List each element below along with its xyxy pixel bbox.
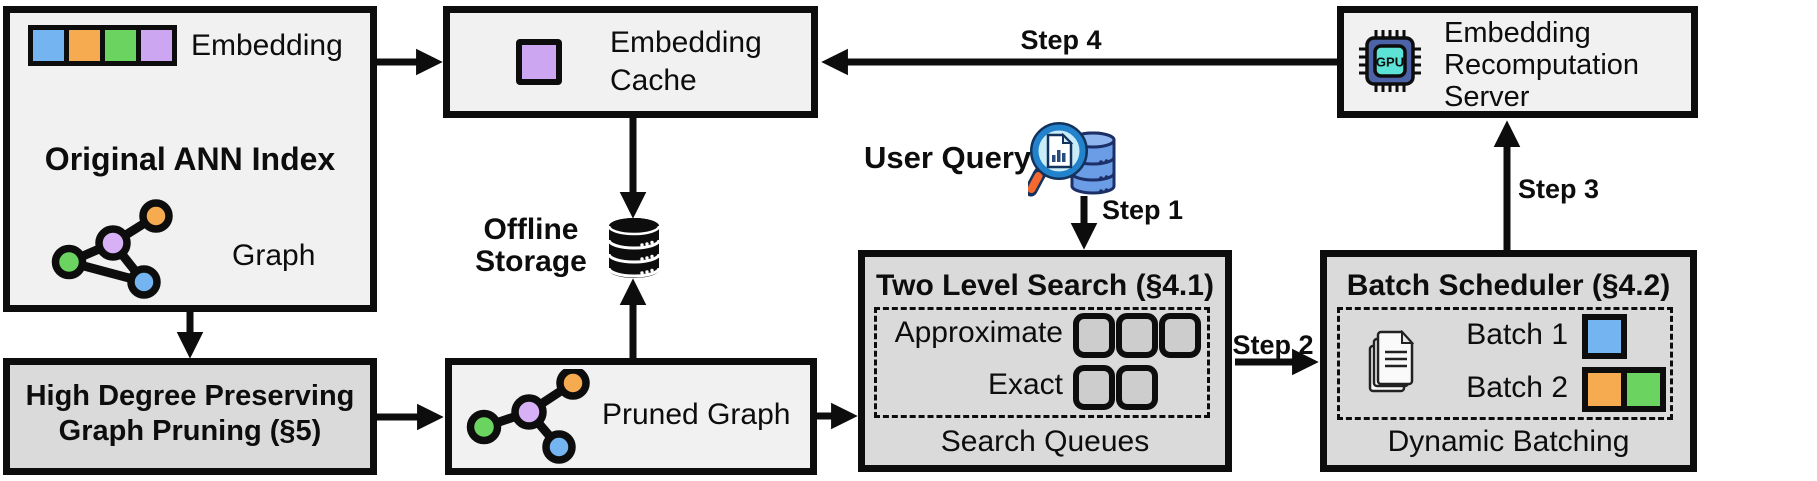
gpu-icon-label: GPU xyxy=(1376,55,1404,70)
two-level-search-title: Two Level Search (§4.1) xyxy=(876,269,1214,302)
query-documents-icon xyxy=(1368,330,1415,393)
queue-slot xyxy=(1073,313,1115,358)
offline-storage-database-icon xyxy=(607,218,661,278)
approximate-queue-slots xyxy=(1073,313,1201,358)
queue-slot xyxy=(1116,365,1158,410)
batch-scheduler-title: Batch Scheduler (§4.2) xyxy=(1346,269,1671,302)
queue-slot xyxy=(1073,365,1115,410)
ann-index-title: Original ANN Index xyxy=(44,141,336,177)
dynamic-batching-footer: Dynamic Batching xyxy=(1387,425,1630,458)
pruned-graph-label: Pruned Graph xyxy=(602,398,791,431)
pruned-graph-icon xyxy=(466,369,590,464)
graph-pruning-label: High Degree Preserving Graph Pruning (§5… xyxy=(25,380,355,447)
batch1-label: Batch 1 xyxy=(1466,318,1568,351)
batch2-label: Batch 2 xyxy=(1466,371,1568,404)
approximate-queue-label: Approximate xyxy=(894,316,1063,349)
embedding-chip-purple-icon xyxy=(136,25,177,66)
queue-slot xyxy=(1159,313,1201,358)
graph-label: Graph xyxy=(232,239,316,272)
step2-label: Step 2 xyxy=(1232,330,1314,360)
original-graph-icon xyxy=(51,199,173,299)
batch1-chip-blue-icon xyxy=(1582,314,1627,359)
graph-pruning-box: High Degree Preserving Graph Pruning (§5… xyxy=(3,358,377,475)
embedding-cache-label: Embedding Cache xyxy=(610,26,762,97)
recomputation-server-label: Embedding Recomputation Server xyxy=(1444,17,1640,113)
search-queues-dashed-panel: Approximate Exact xyxy=(874,307,1210,418)
query-magnifier-database-icon xyxy=(1028,122,1116,197)
batch1-chips xyxy=(1582,314,1627,359)
step4-label: Step 4 xyxy=(1020,25,1102,55)
queue-slot xyxy=(1116,313,1158,358)
batch2-chip-green-icon xyxy=(1621,367,1666,412)
pruned-graph-box: Pruned Graph xyxy=(445,358,817,475)
original-ann-index-box: Embedding Original ANN Index Graph xyxy=(3,6,377,312)
embedding-cache-box: Embedding Cache xyxy=(443,6,818,118)
cached-embedding-chip-icon xyxy=(516,39,562,85)
two-level-search-box: Two Level Search (§4.1) Approximate Exac… xyxy=(858,250,1232,472)
batch-scheduler-box: Batch Scheduler (§4.2) Batch 1 Batch 2 xyxy=(1320,250,1697,472)
gpu-chip-icon: GPU xyxy=(1359,30,1421,92)
embedding-chip-green-icon xyxy=(100,25,141,66)
step1-label: Step 1 xyxy=(1102,195,1184,225)
user-query-label: User Query xyxy=(864,140,1032,175)
embedding-chip-orange-icon xyxy=(64,25,105,66)
recomputation-server-box: GPU Embedding Recomputation Server xyxy=(1337,6,1698,118)
step3-label: Step 3 xyxy=(1518,174,1600,204)
exact-queue-slots xyxy=(1073,365,1158,410)
search-queues-footer: Search Queues xyxy=(940,425,1150,458)
embedding-chip-blue-icon xyxy=(28,25,69,66)
embedding-vector-strip: Embedding xyxy=(28,25,343,66)
batch2-chips xyxy=(1582,367,1666,412)
offline-storage-label: Offline Storage xyxy=(475,213,587,278)
dynamic-batching-dashed-panel: Batch 1 Batch 2 xyxy=(1337,307,1673,420)
embedding-label: Embedding xyxy=(191,28,343,62)
exact-queue-label: Exact xyxy=(987,368,1063,401)
